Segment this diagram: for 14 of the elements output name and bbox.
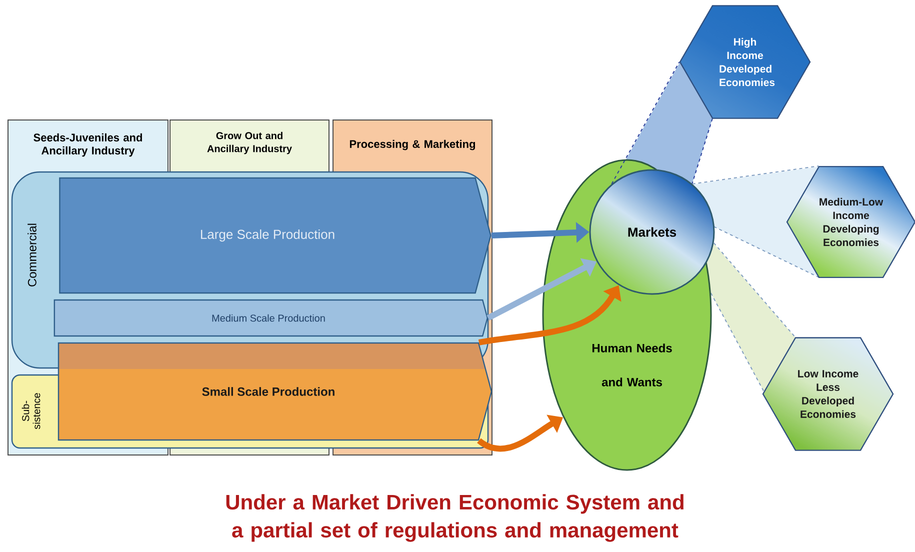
dashed-line — [713, 242, 796, 338]
column-header: Grow Out and Ancillary Industry — [207, 132, 292, 154]
production-bar: Small Scale Production — [58, 342, 492, 441]
caption-text: Under a Market Driven Economic System and a partial set of regulations and management — [226, 494, 684, 542]
production-bar: Medium Scale Production — [54, 299, 488, 337]
band-label: Sub- sistence — [22, 393, 40, 430]
hexagon: High Income Developed Economies — [679, 5, 811, 119]
dashed-line — [692, 165, 820, 184]
dashed-line — [611, 62, 680, 184]
hexagon: Low Income Less Developed Economies — [762, 337, 894, 451]
column-header: Processing & Marketing — [350, 140, 476, 150]
hexagon: Medium-Low Income Developing Economies — [786, 166, 915, 278]
production-bar: Large Scale Production — [59, 177, 492, 294]
column-header: Seeds-Juveniles and Ancillary Industry — [34, 133, 142, 157]
